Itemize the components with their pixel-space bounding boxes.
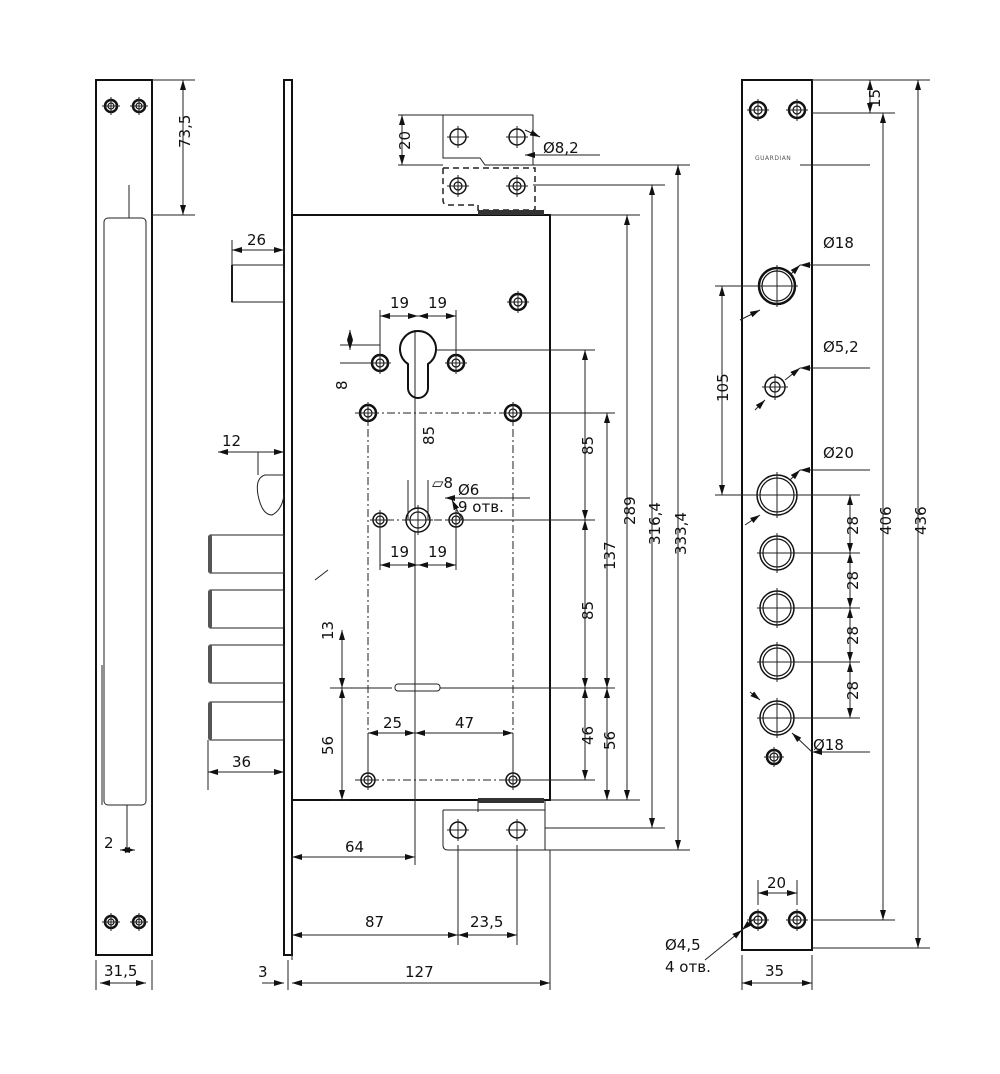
label-dia20: Ø20 — [823, 444, 854, 462]
dimension-d23-5: 23,5 — [470, 913, 503, 931]
dimension-bolts-36: 36 — [232, 753, 251, 771]
dimension-d56-left: 56 — [319, 736, 337, 755]
dimension-side-73-5: 73,5 — [176, 115, 194, 148]
dimension-d19-b: 19 — [428, 294, 447, 312]
hole-icon — [757, 588, 797, 628]
label-holes9: 9 отв. — [458, 498, 504, 516]
hole-icon — [786, 909, 808, 931]
label-dia6: Ø6 — [458, 481, 479, 499]
dimension-d20-top: 20 — [396, 131, 414, 150]
dimension-strip-28-b: 28 — [844, 571, 862, 590]
hole-icon — [747, 99, 769, 121]
hole-icon — [357, 402, 379, 424]
label-holes4: 4 отв. — [665, 958, 711, 976]
dimension-d13: 13 — [319, 621, 337, 640]
dimension-side-31-5: 31,5 — [104, 962, 137, 980]
dimension-d85-r1: 85 — [579, 436, 597, 455]
hole-icon — [754, 472, 800, 518]
cylinder-cutout — [399, 330, 437, 399]
dimension-d127: 127 — [405, 963, 434, 981]
dimension-d25: 25 — [383, 714, 402, 732]
label-dia4-5: Ø4,5 — [665, 936, 701, 954]
dimension-latch-12: 12 — [222, 432, 241, 450]
bolts — [208, 534, 285, 741]
side-view — [95, 79, 153, 956]
hole-icon — [447, 175, 469, 197]
hole-icon — [747, 909, 769, 931]
label-d85-inner: 85 — [420, 426, 438, 445]
hole-icon — [786, 99, 808, 121]
dimension-d85-r2: 85 — [579, 601, 597, 620]
dimension-strip-15: 15 — [866, 89, 884, 108]
dimension-strip-436: 436 — [912, 506, 930, 535]
dimension-strip-35: 35 — [765, 962, 784, 980]
hole-icon — [757, 698, 797, 738]
label-dia5-2: Ø5,2 — [823, 338, 859, 356]
hole-icon — [757, 642, 797, 682]
strike-plate: GUARDIAN — [741, 79, 813, 951]
label-square8: ▱8 — [432, 474, 453, 492]
dimension-strip-28-a: 28 — [844, 516, 862, 535]
hole-icon — [506, 175, 528, 197]
hole-icon — [756, 265, 798, 307]
hole-icon — [762, 374, 788, 400]
label-dia18-top: Ø18 — [823, 234, 854, 252]
label-dia18-bottom: Ø18 — [813, 736, 844, 754]
dimension-strip-20: 20 — [767, 874, 786, 892]
hole-icon — [102, 97, 120, 115]
hole-icon — [130, 913, 148, 931]
hole-icon — [506, 819, 528, 841]
hole-icon — [764, 747, 784, 767]
dimension-d8: 8 — [333, 380, 351, 390]
dimension-d87: 87 — [365, 913, 384, 931]
brand-logo: GUARDIAN — [755, 155, 791, 162]
dimension-d64: 64 — [345, 838, 364, 856]
label-dia8-2: Ø8,2 — [543, 139, 579, 157]
dimension-d333-4: 333,4 — [672, 512, 690, 555]
dimension-d46: 46 — [579, 726, 597, 745]
dimension-strip-406: 406 — [877, 506, 895, 535]
dimension-strip-28-c: 28 — [844, 626, 862, 645]
dimension-d137: 137 — [601, 541, 619, 570]
dimension-d316-4: 316,4 — [646, 502, 664, 545]
hole-icon — [757, 533, 797, 573]
dimension-d19-c: 19 — [390, 543, 409, 561]
hole-icon — [102, 913, 120, 931]
hole-icon — [506, 126, 528, 148]
dimension-d56-right: 56 — [601, 731, 619, 750]
dimension-d19-d: 19 — [428, 543, 447, 561]
lock-body — [208, 79, 551, 956]
dimension-strip-28-d: 28 — [844, 681, 862, 700]
dimension-strip-105: 105 — [714, 373, 732, 402]
hole-icon — [130, 97, 148, 115]
dimension-d289: 289 — [621, 496, 639, 525]
hole-icon — [507, 291, 529, 313]
dimension-d19-a: 19 — [390, 294, 409, 312]
dimension-bolt-26: 26 — [247, 231, 266, 249]
hole-icon — [447, 126, 469, 148]
dimension-side-2: 2 — [104, 834, 114, 852]
dimension-d47: 47 — [455, 714, 474, 732]
hole-icon — [447, 819, 469, 841]
label-d3: 3 — [258, 963, 268, 981]
